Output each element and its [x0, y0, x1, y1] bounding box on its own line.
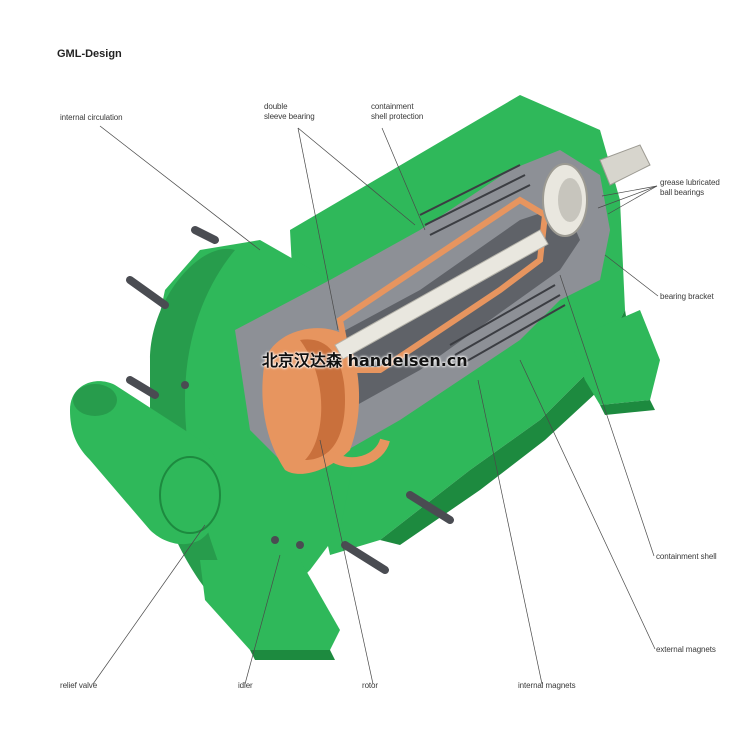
- label-internal-circulation: internal circulation: [60, 113, 123, 122]
- pump-face-bolt: [271, 536, 279, 544]
- pump-face-bolt: [181, 381, 189, 389]
- label-idler: idler: [238, 681, 253, 690]
- ball-bearing-inner: [558, 178, 582, 222]
- shaft: [334, 229, 549, 360]
- label-double-sleeve-bearing: double sleeve bearing: [264, 102, 315, 121]
- label-containment-shell-protection: containment shell protection: [371, 102, 424, 121]
- drive-shaft-end: [599, 144, 651, 186]
- label-relief-valve: relief valve: [60, 681, 98, 690]
- bearing-bracket-foot-shade: [600, 400, 655, 415]
- label-grease-lubricated-ball-bearings: grease lubricated ball bearings: [660, 178, 720, 197]
- relief-valve-cap: [73, 384, 117, 416]
- pump-foot: [200, 560, 340, 650]
- diagram-title: GML-Design: [57, 48, 122, 60]
- studs: [126, 226, 454, 574]
- pump-foot-shade: [250, 650, 335, 660]
- watermark-text: 北京汉达森 handelsen.cn: [262, 351, 468, 370]
- label-rotor: rotor: [362, 681, 378, 690]
- label-containment-shell: containment shell: [656, 552, 717, 561]
- bearing-bracket-foot: [570, 310, 660, 405]
- copper-inner-shell: [336, 196, 549, 373]
- pump-face-bolt: [296, 541, 304, 549]
- external-magnets: [419, 164, 566, 366]
- copper-idler-arc: [327, 438, 390, 468]
- pump-body: [70, 95, 660, 660]
- leader-lines: [92, 125, 659, 685]
- label-external-magnets: external magnets: [656, 645, 716, 654]
- label-bearing-bracket: bearing bracket: [660, 292, 714, 301]
- copper-rotor-shade: [300, 339, 345, 460]
- label-internal-magnets: internal magnets: [518, 681, 576, 690]
- motor-housing-shade: [380, 310, 630, 545]
- relief-valve-knob: [159, 456, 221, 534]
